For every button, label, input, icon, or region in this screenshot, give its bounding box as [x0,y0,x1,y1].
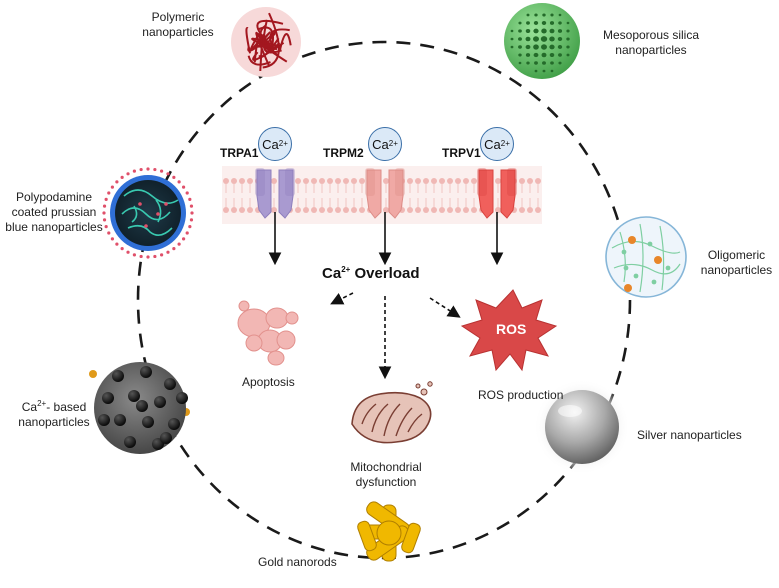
polymeric-nanoparticle-icon [231,7,301,77]
channel-trpv1-icon [477,168,517,219]
label-silver: Silver nanoparticles [637,428,742,442]
channel-trpa1-icon [255,168,295,219]
gold-nanorod-icon [357,501,421,562]
channel-trpm2-icon [365,168,405,219]
arrow-to-apoptosis [330,292,354,305]
label-gold: Gold nanorods [258,555,337,569]
oligomeric-nanoparticle-icon [605,216,687,298]
mesoporous-silica-icon [504,3,580,79]
silver-nanoparticle-icon [534,379,630,475]
label-trpv1: TRPV1 [442,146,481,160]
ros-badge-text: ROS [496,321,527,337]
prussian-blue-icon [102,167,194,259]
label-trpa1: TRPA1 [220,146,259,160]
apoptosis-icon [237,300,299,366]
label-overload: Ca2+ Overload [322,265,420,282]
label-trpm2: TRPM2 [323,146,364,160]
label-ros-production: ROS production [478,388,564,402]
ros-burst-icon [460,289,558,372]
label-apoptosis: Apoptosis [242,375,295,389]
label-calcium: Ca2+- based nanoparticles [18,399,90,430]
arrow-to-ros [429,297,461,318]
calcium-nanoparticle-icon [89,362,190,454]
mitochondria-icon [351,381,433,444]
